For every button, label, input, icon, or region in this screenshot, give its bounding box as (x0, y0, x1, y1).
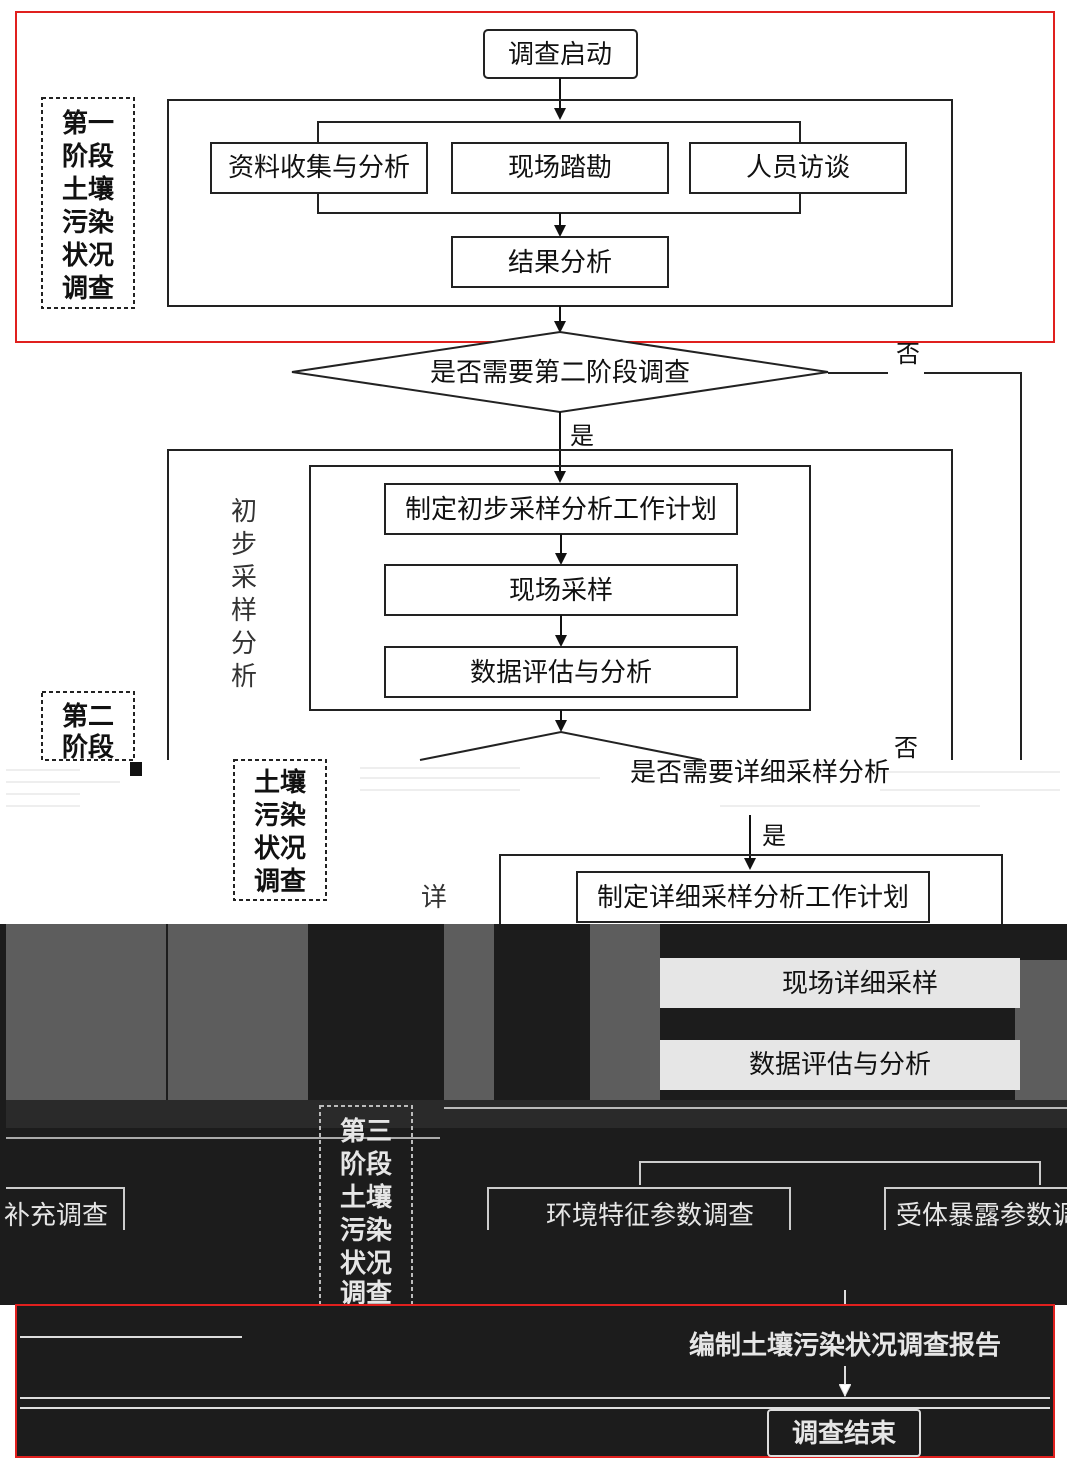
report-highlight-frame (15, 1304, 1055, 1458)
stage2-label-box (41, 691, 135, 761)
branch-connector (317, 121, 801, 143)
decision2-no-label: 否 (894, 734, 918, 762)
stage1-label-line: 阶段 (62, 141, 114, 172)
decision2-question: 是否需要详细采样分析 (630, 758, 890, 788)
stage3-label-line: 状况 (340, 1249, 392, 1279)
initial-plan-label: 制定初步采样分析工作计划 (405, 495, 717, 525)
field-sampling-label: 现场采样 (509, 576, 613, 606)
step-box-data-collection (210, 142, 428, 194)
decision1-yes-label: 是 (570, 422, 594, 450)
merge-connector (317, 193, 801, 214)
stage3-step-label: 补充调查 (4, 1201, 108, 1231)
stage3-branch-connector (6, 1187, 125, 1230)
stage1-side-label: 第一 阶段 土壤 污染 状况 调查 (41, 97, 135, 309)
initial-label-char: 采 (231, 563, 257, 593)
stage1-label-box (41, 97, 135, 309)
initial-label-char: 初 (231, 497, 257, 527)
glitch-artifacts (6, 924, 1067, 1139)
initial-label-char: 分 (231, 629, 257, 659)
initial-label-char: 样 (231, 596, 257, 626)
stage3-branch-connector (884, 1187, 1067, 1230)
glitch-band-upper (0, 762, 1067, 832)
stage2-label-line: 阶段 (62, 732, 114, 763)
end-label: 调查结束 (792, 1418, 897, 1449)
initial-label-char: 步 (231, 530, 257, 560)
data-eval-box (384, 646, 738, 698)
report-label: 编制土壤污染状况调查报告 (689, 1330, 1001, 1361)
stage3-step-label: 受体暴露参数调查 (896, 1201, 1067, 1231)
end-box (767, 1409, 921, 1457)
no-branch-line (924, 372, 1022, 760)
stage1-label-line: 土壤 (62, 174, 115, 205)
stage2-label-line: 调查 (254, 867, 306, 897)
stage1-label-line: 污染 (62, 208, 114, 238)
decision2-diamond (419, 730, 703, 761)
step-label: 人员访谈 (746, 153, 850, 183)
stage3-label-line: 污染 (340, 1216, 392, 1246)
detailed-field-sampling-label: 现场详细采样 (782, 969, 938, 999)
detailed-plan-box (576, 871, 930, 923)
field-sampling-box (384, 564, 738, 616)
detailed-plan-label: 制定详细采样分析工作计划 (597, 883, 909, 913)
stage1-label-line: 状况 (62, 241, 114, 271)
step-box-site-survey (451, 142, 669, 194)
start-label: 调查启动 (508, 40, 612, 70)
stage3-branch-connector (639, 1161, 1041, 1185)
initial-plan-box (384, 483, 738, 535)
stage2-container (167, 449, 953, 760)
stage3-label-line: 第三 (340, 1116, 392, 1147)
stage2-label-line: 第二 (62, 701, 114, 732)
result-analysis-label: 结果分析 (508, 248, 612, 278)
step-box-interviews (689, 142, 907, 194)
data-eval-label: 数据评估与分析 (470, 658, 652, 688)
initial-label-char: 析 (231, 662, 257, 692)
detailed-data-eval-label: 数据评估与分析 (749, 1050, 931, 1080)
step-label: 现场踏勘 (508, 153, 612, 183)
stage2-label-line: 污染 (254, 801, 306, 831)
stage2-label-line: 土壤 (254, 767, 307, 798)
stage2-label-box-lower (233, 759, 327, 901)
decision1-no-label: 否 (896, 340, 920, 368)
stage1-label-line: 调查 (62, 274, 114, 304)
result-analysis-box (451, 236, 669, 288)
detailed-label-char: 详 (421, 883, 447, 913)
stage2-label-line: 状况 (254, 834, 306, 864)
stage3-label-line: 阶段 (340, 1149, 392, 1180)
stage3-step-label: 环境特征参数调查 (546, 1201, 754, 1231)
decision2-yes-label: 是 (762, 822, 786, 850)
decision1-question: 是否需要第二阶段调查 (430, 358, 690, 388)
initial-sampling-label: 初 步 采 样 分 析 (231, 497, 257, 692)
step-label: 资料收集与分析 (228, 153, 410, 183)
stage3-branch-connector (487, 1187, 791, 1230)
stage1-label-line: 第一 (62, 108, 114, 139)
stage3-label-line: 土壤 (340, 1182, 393, 1213)
